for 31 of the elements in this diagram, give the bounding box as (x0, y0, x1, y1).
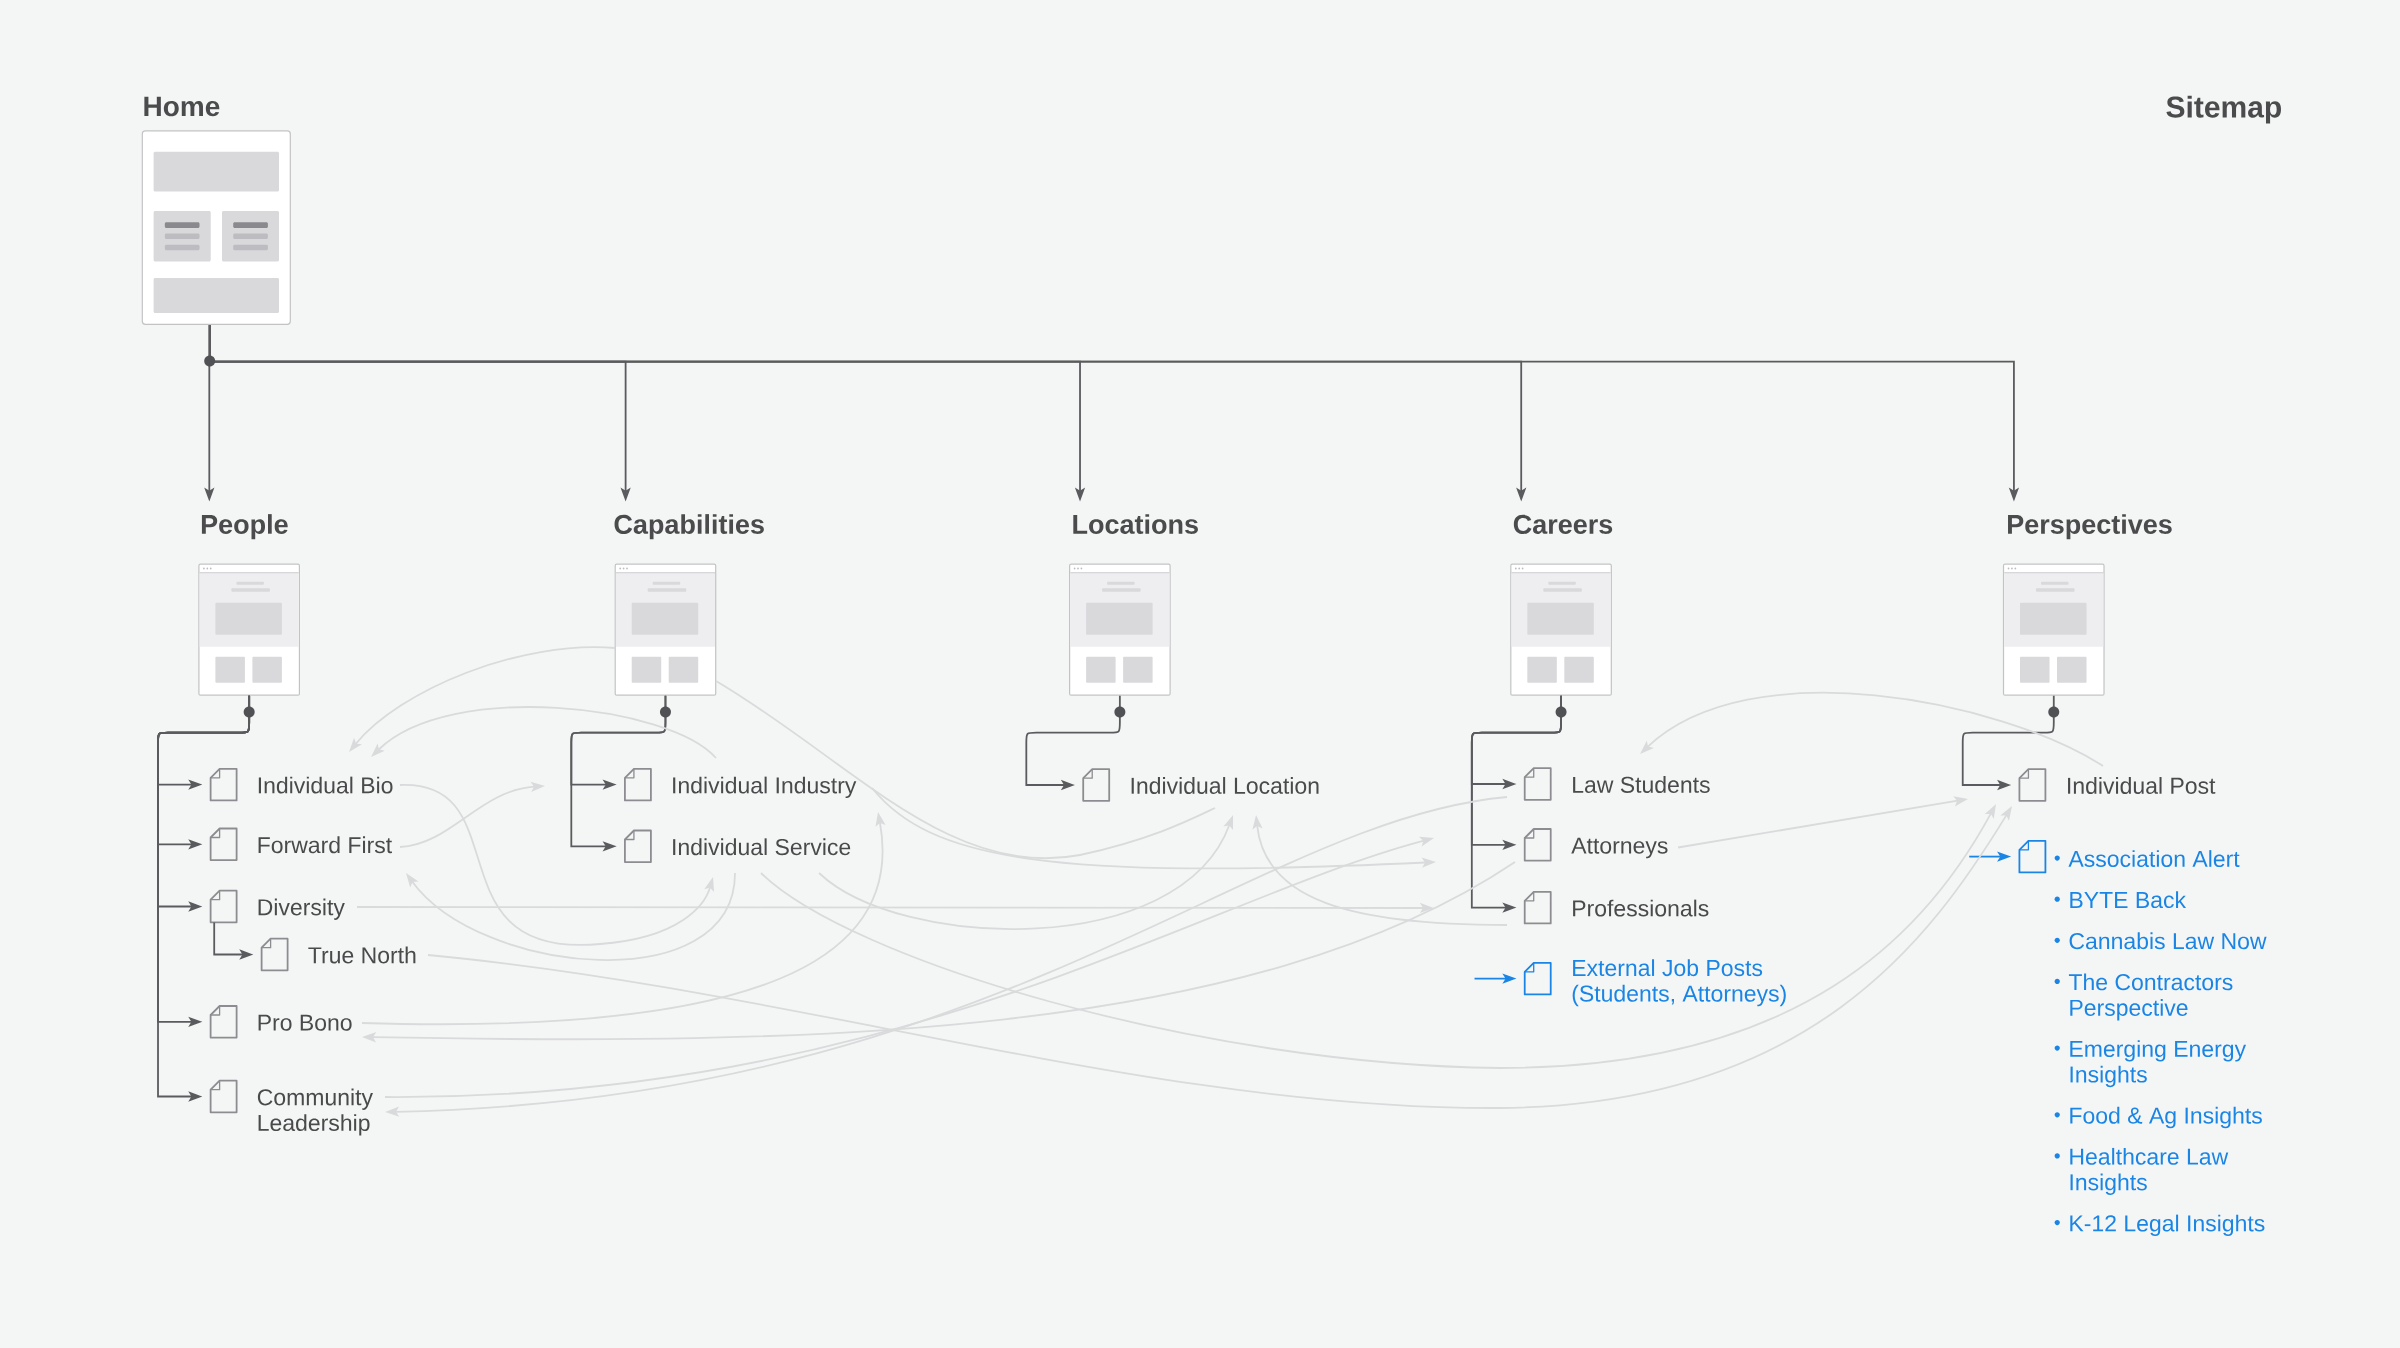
page-label: Individual Post (2068, 777, 2216, 794)
page-label: Individual Industry (673, 776, 857, 799)
list-item: Food & Ag Insights (2070, 1106, 2262, 1129)
section-heading: Home (144, 96, 220, 117)
page-label: Individual Bio (258, 776, 393, 794)
page-label: Individual Location (1131, 777, 1319, 794)
list-item: BYTE Back (2070, 891, 2187, 909)
page-label: Diversity (258, 898, 345, 920)
page-label: Law Students (1573, 776, 1710, 793)
page-label: Professionals (1573, 899, 1709, 917)
diagram-title: Sitemap (2166, 95, 2281, 124)
list-item: Cannabis Law Now (2069, 932, 2267, 950)
arrow (406, 872, 736, 961)
page-label: True North (308, 946, 416, 964)
page-label: Individual Service (673, 838, 851, 856)
page-label: Attorneys (1571, 837, 1668, 859)
list-item: Healthcare Law Insights (2070, 1147, 2229, 1195)
connector-line (715, 680, 1216, 860)
list-item: Association Alert (2068, 850, 2240, 867)
section-heading: Locations (1073, 514, 1198, 534)
section-heading: Perspectives (2008, 514, 2172, 540)
page-label: Community Leadership (257, 1088, 373, 1136)
section-heading: People (201, 514, 288, 540)
page-label: Forward First (258, 836, 392, 854)
section-heading: Careers (1513, 514, 1613, 534)
page-label: External Job Posts (Students, Attorneys) (1572, 959, 1786, 1007)
page-label: Pro Bono (258, 1014, 352, 1031)
list-item: K-12 Legal Insights (2070, 1214, 2265, 1237)
section-heading: Capabilities (614, 514, 764, 540)
list-item: The Contractors Perspective (2068, 973, 2233, 1021)
list-item: Emerging Energy Insights (2070, 1040, 2247, 1088)
